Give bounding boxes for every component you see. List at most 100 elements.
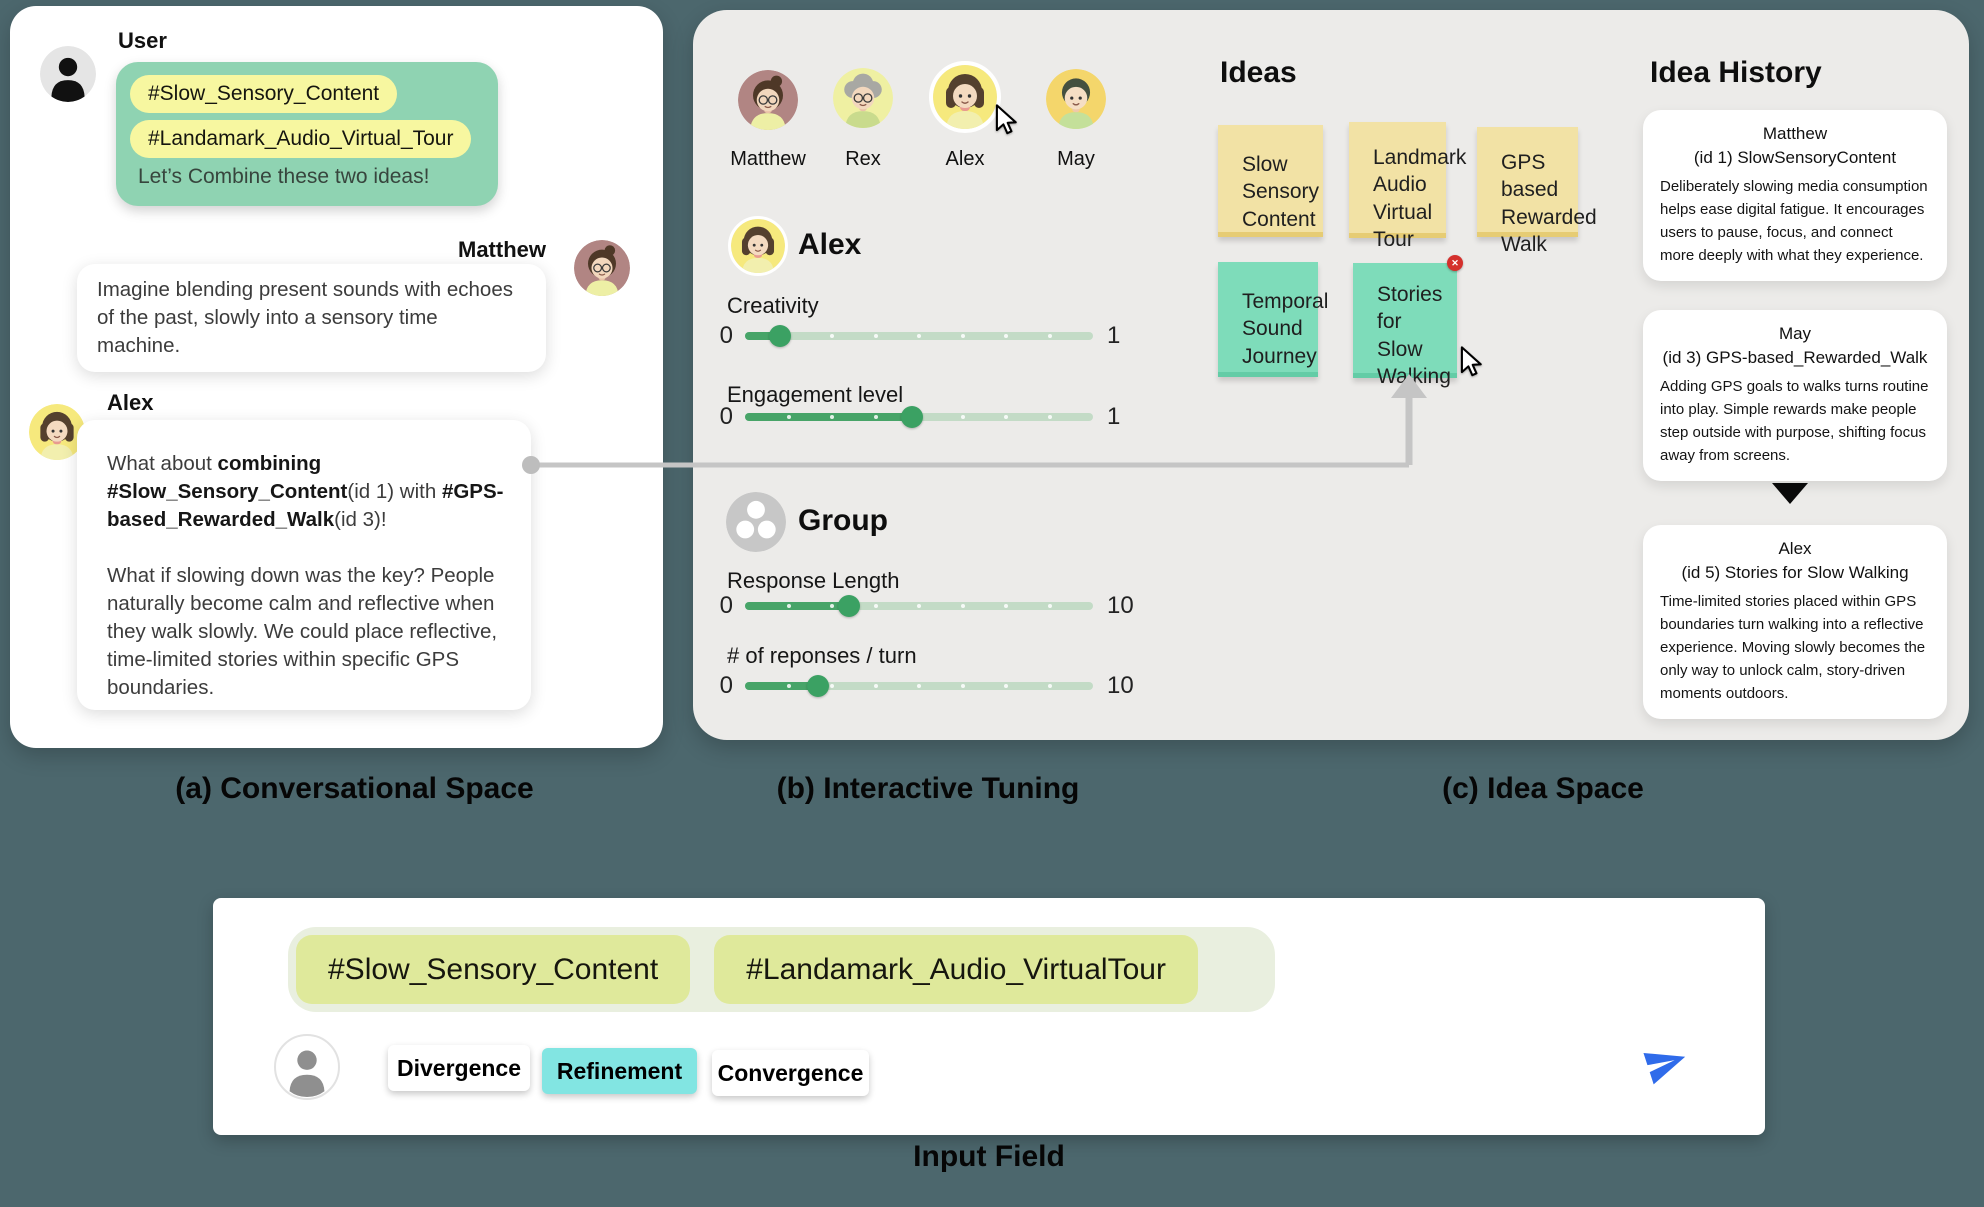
caption-conversational-space: (a) Conversational Space [175, 772, 534, 805]
participant-name-rex: Rex [845, 148, 881, 170]
sticky-note-stories-for-slow-walking[interactable]: Stories for Slow Walking [1353, 263, 1457, 388]
matthew-name: Matthew [458, 237, 546, 262]
slider-min-label: 0 [719, 592, 733, 619]
history-id-line: (id 5) Stories for Slow Walking [1681, 563, 1909, 582]
participant-avatar-alex[interactable] [929, 61, 1001, 133]
engagement-slider-label: Engagement level [727, 382, 904, 407]
participant-name-may: May [1057, 148, 1095, 170]
user-avatar [40, 46, 96, 102]
participant-name-matthew: Matthew [730, 148, 806, 170]
responses-per-turn-slider-label: # of reponses / turn [727, 643, 917, 668]
caption-interactive-tuning: (b) Interactive Tuning [776, 772, 1080, 805]
creativity-slider-label: Creativity [727, 293, 819, 318]
agent-section-title: Alex [798, 228, 862, 261]
participant-avatar-matthew[interactable] [738, 70, 798, 130]
sticky-note-slow-sensory-content[interactable]: Slow Sensory Content [1218, 125, 1323, 237]
user-name: User [118, 28, 167, 53]
slider-min-label: 0 [719, 672, 733, 699]
send-icon[interactable] [1638, 1035, 1693, 1090]
group-members-icon [726, 492, 786, 552]
refinement-button[interactable]: Refinement [542, 1048, 697, 1094]
slider-thumb[interactable] [901, 406, 924, 428]
input-user-avatar [274, 1034, 340, 1100]
slider-thumb[interactable] [838, 595, 861, 617]
slider-max-label: 1 [1107, 322, 1121, 349]
slider-min-label: 0 [719, 322, 733, 349]
caption-input-field: Input Field [913, 1140, 1065, 1173]
history-author: May [1778, 324, 1812, 343]
history-id-line: (id 3) GPS-based_Rewarded_Walk [1662, 348, 1928, 367]
group-icon [726, 492, 786, 552]
slider-max-label: 10 [1107, 592, 1134, 619]
history-author: Matthew [1762, 124, 1828, 143]
person-icon [40, 46, 96, 102]
matthew-face-icon [738, 70, 798, 130]
matthew-avatar [574, 240, 630, 296]
slider-track[interactable] [745, 406, 1093, 428]
history-body: Time-limited stories placed within GPS b… [1660, 593, 1926, 702]
slider-max-label: 1 [1107, 403, 1121, 430]
slider-max-label: 10 [1107, 672, 1134, 699]
user-message-bubble: #Slow_Sensory_Content #Landamark_Audio_V… [116, 62, 498, 206]
matthew-message-text: Imagine blending present sounds with ech… [97, 278, 513, 357]
alex-name: Alex [107, 390, 154, 415]
delete-note-button[interactable]: ✕ [1447, 255, 1463, 271]
slider-track[interactable] [745, 325, 1093, 347]
participant-name-alex: Alex [945, 148, 985, 170]
slider-fill [745, 332, 780, 340]
responses-per-turn-slider[interactable]: 0 10 [703, 672, 1134, 700]
history-card-alex[interactable]: Alex (id 5) Stories for Slow Walking Tim… [1643, 525, 1947, 719]
close-icon: ✕ [1451, 257, 1459, 268]
participant-avatar-rex[interactable] [833, 68, 893, 128]
input-hashtag-chip[interactable]: #Landamark_Audio_VirtualTour [714, 935, 1198, 1004]
rex-face-icon [833, 68, 893, 128]
cursor-icon [995, 104, 1017, 135]
history-card-may[interactable]: May (id 3) GPS-based_Rewarded_Walk Addin… [1643, 310, 1947, 481]
input-field-panel: #Slow_Sensory_Content #Landamark_Audio_V… [213, 898, 1765, 1135]
slider-fill [745, 602, 850, 610]
alex-message-paragraph-1: What about combining #Slow_Sensory_Conte… [107, 452, 504, 531]
tuning-and-idea-panel: Matthew Rex Alex May Alex Creativity 0 [693, 10, 1969, 740]
ideas-title: Ideas [1220, 56, 1297, 89]
participant-avatar-may[interactable] [1046, 69, 1106, 129]
matthew-face-icon [574, 240, 630, 296]
input-hashtag-chip[interactable]: #Slow_Sensory_Content [296, 935, 691, 1004]
matthew-message-bubble: Imagine blending present sounds with ech… [77, 264, 546, 372]
agent-avatar-alex [728, 216, 788, 276]
slider-fill [745, 682, 819, 690]
conversational-space-panel: User #Slow_Sensory_Content #Landamark_Au… [10, 6, 663, 748]
engagement-slider[interactable]: 0 1 [703, 403, 1121, 431]
response-length-slider-label: Response Length [727, 568, 900, 593]
convergence-button[interactable]: Convergence [712, 1050, 869, 1096]
creativity-slider[interactable]: 0 1 [703, 322, 1121, 350]
history-card-matthew[interactable]: Matthew (id 1) SlowSensoryContent Delibe… [1643, 110, 1947, 281]
slider-track[interactable] [745, 595, 1093, 617]
alex-message-paragraph-2: What if slowing down was the key? People… [107, 564, 498, 699]
history-flow-arrow-icon [1772, 483, 1808, 504]
idea-history-title: Idea History [1650, 56, 1822, 89]
slider-thumb[interactable] [807, 675, 830, 697]
input-chip-container[interactable]: #Slow_Sensory_Content #Landamark_Audio_V… [288, 927, 1275, 1012]
slider-fill [745, 413, 913, 421]
divergence-button[interactable]: Divergence [388, 1045, 530, 1091]
history-author: Alex [1778, 539, 1812, 558]
group-section-title: Group [798, 504, 888, 537]
user-message-text: Let’s Combine these two ideas! [138, 165, 430, 188]
may-face-icon [1046, 69, 1106, 129]
hashtag-chip[interactable]: #Landamark_Audio_Virtual_Tour [130, 120, 472, 158]
history-id-line: (id 1) SlowSensoryContent [1693, 148, 1897, 167]
alex-face-icon [731, 219, 785, 273]
caption-idea-space: (c) Idea Space [1442, 772, 1644, 805]
sticky-note-gps-based-rewarded-walk[interactable]: GPS based Rewarded Walk [1477, 127, 1597, 256]
person-icon [289, 1050, 325, 1098]
slider-thumb[interactable] [768, 325, 791, 347]
alex-message-bubble: What about combining #Slow_Sensory_Conte… [77, 420, 531, 710]
cursor-icon [1460, 346, 1482, 377]
alex-face-icon [933, 65, 997, 129]
sticky-note-landmark-audio-virtual-tour[interactable]: Landmark Audio Virtual Tour [1349, 122, 1466, 251]
response-length-slider[interactable]: 0 10 [703, 592, 1134, 620]
hashtag-chip[interactable]: #Slow_Sensory_Content [130, 75, 398, 113]
slider-track[interactable] [745, 675, 1093, 697]
sticky-note-temporal-sound-journey[interactable]: Temporal Sound Journey [1218, 262, 1328, 377]
